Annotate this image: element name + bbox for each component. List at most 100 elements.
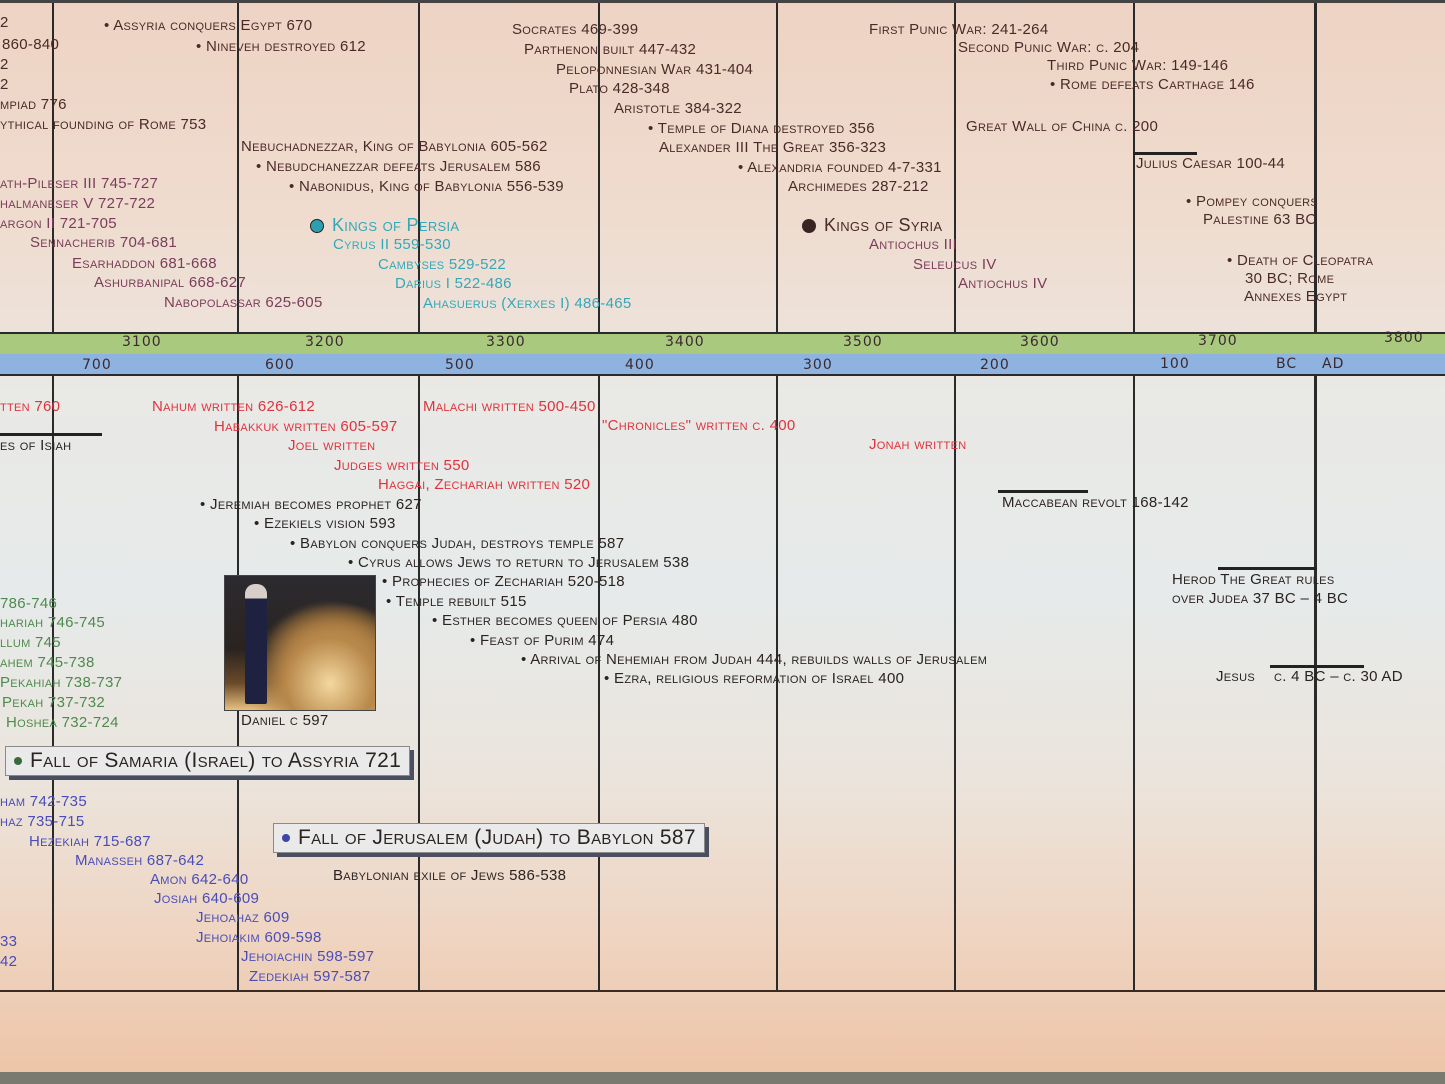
event-text: • Death of Cleopatra bbox=[1227, 252, 1374, 269]
judah-king: 33 bbox=[0, 933, 18, 950]
ad-label: AD bbox=[1322, 356, 1345, 372]
daniel-lions-den-image bbox=[224, 575, 376, 711]
axis-tick: 300 bbox=[803, 357, 833, 373]
assyria-king: Esarhaddon 681-668 bbox=[72, 255, 217, 272]
grid-line bbox=[954, 0, 956, 990]
persia-dot-icon bbox=[310, 219, 324, 234]
assyria-king: Sennacherib 704-681 bbox=[30, 234, 178, 251]
event-text: Archimedes 287-212 bbox=[788, 178, 929, 195]
event-text: • Pompey conquers bbox=[1186, 193, 1318, 210]
event-text: • Assyria conquers Egypt 670 bbox=[104, 17, 313, 34]
persia-king: Cyrus II 559-530 bbox=[333, 236, 451, 253]
axis-tick: 3500 bbox=[843, 334, 883, 350]
event-text: 30 BC; Rome bbox=[1245, 270, 1335, 287]
event-text: • Nabonidus, King of Babylonia 556-539 bbox=[289, 178, 564, 195]
syria-king: Antiochus IV bbox=[958, 275, 1048, 292]
book-written: Jonah written bbox=[869, 436, 967, 453]
jesus-bar bbox=[1270, 665, 1364, 668]
image-caption: Daniel c 597 bbox=[241, 712, 329, 729]
book-written: Judges written 550 bbox=[334, 457, 470, 474]
judah-king: Jehoiachin 598-597 bbox=[241, 948, 375, 965]
axis-tick: 600 bbox=[265, 357, 295, 373]
judah-king: Amon 642-640 bbox=[150, 871, 249, 888]
event-text: Alexander III The Great 356-323 bbox=[659, 139, 887, 156]
judah-king: Hezekiah 715-687 bbox=[29, 833, 151, 850]
grid-line bbox=[237, 0, 239, 990]
book-written: "Chronicles" written c. 400 bbox=[602, 417, 796, 434]
judah-king: haz 735-715 bbox=[0, 813, 85, 830]
axis-tick: 3800 bbox=[1384, 330, 1424, 346]
israel-king: Hoshea 732-724 bbox=[6, 714, 119, 731]
grid-line bbox=[776, 0, 778, 990]
axis-tick: 3100 bbox=[122, 334, 162, 350]
persia-king: Ahasuerus (Xerxes I) 486-465 bbox=[423, 295, 632, 312]
event-text: Babylonian exile of Jews 586-538 bbox=[333, 867, 567, 884]
israel-king: llum 745 bbox=[0, 634, 61, 651]
judah-king: 42 bbox=[0, 953, 18, 970]
book-written: Joel written bbox=[288, 437, 376, 454]
syria-heading: Kings of Syria bbox=[802, 216, 942, 234]
israel-king: Pekahiah 738-737 bbox=[0, 674, 123, 691]
blue-dot-icon bbox=[282, 834, 290, 843]
event-text: ythical founding of Rome 753 bbox=[0, 116, 207, 133]
event-text: 2 bbox=[0, 14, 9, 31]
jesus-label: Jesus bbox=[1216, 668, 1255, 685]
event-text: Nebuchadnezzar, King of Babylonia 605-56… bbox=[241, 138, 548, 155]
event-text: Second Punic War: c. 204 bbox=[958, 39, 1140, 56]
israel-king: ahem 745-738 bbox=[0, 654, 95, 671]
syria-king: Seleucus IV bbox=[913, 256, 997, 273]
bc-year-band bbox=[0, 354, 1445, 376]
event-text: 2 bbox=[0, 56, 9, 73]
fall-of-jerusalem-callout: Fall of Jerusalem (Judah) to Babylon 587 bbox=[273, 823, 705, 853]
event-text: • Nineveh destroyed 612 bbox=[196, 38, 366, 55]
caesar-bar bbox=[1133, 152, 1197, 155]
judah-king: Josiah 640-609 bbox=[154, 890, 260, 907]
top-border bbox=[0, 0, 1445, 3]
assyria-king: halmaneser V 727-722 bbox=[0, 195, 156, 212]
judah-king: Jehoahaz 609 bbox=[196, 909, 290, 926]
syria-king: Antiochus III bbox=[869, 236, 958, 253]
persia-king: Darius I 522-486 bbox=[395, 275, 512, 292]
event-text: over Judea 37 BC – 4 BC bbox=[1172, 590, 1349, 607]
event-text: • Nebudchanezzar defeats Jerusalem 586 bbox=[256, 158, 541, 175]
axis-tick: 200 bbox=[980, 357, 1010, 373]
event-text: • Rome defeats Carthage 146 bbox=[1050, 76, 1255, 93]
bottom-border bbox=[0, 990, 1445, 992]
axis-tick: 3700 bbox=[1198, 333, 1238, 349]
green-dot-icon bbox=[14, 757, 22, 766]
judah-king: Jehoiakim 609-598 bbox=[196, 929, 322, 946]
event-text: • Temple rebuilt 515 bbox=[386, 593, 527, 610]
jesus-dates: c. 4 BC – c. 30 AD bbox=[1274, 668, 1403, 685]
event-text: Plato 428-348 bbox=[569, 80, 670, 97]
persia-king: Cambyses 529-522 bbox=[378, 256, 507, 273]
assyria-king: Nabopolassar 625-605 bbox=[164, 294, 323, 311]
event-text: Socrates 469-399 bbox=[512, 21, 639, 38]
event-text: • Feast of Purim 474 bbox=[470, 632, 615, 649]
axis-tick: 700 bbox=[82, 357, 112, 373]
event-text: es of Isiah bbox=[0, 437, 72, 454]
event-text: 860-840 bbox=[2, 36, 60, 53]
judah-king: ham 742-735 bbox=[0, 793, 87, 810]
event-text: • Jeremiah becomes prophet 627 bbox=[200, 496, 422, 513]
axis-tick: 500 bbox=[445, 357, 475, 373]
book-written: Malachi written 500-450 bbox=[423, 398, 596, 415]
event-text: Julius Caesar 100-44 bbox=[1136, 155, 1286, 172]
event-text: Aristotle 384-322 bbox=[614, 100, 742, 117]
event-text: Maccabean revolt 168-142 bbox=[1002, 494, 1189, 511]
israel-king: hariah 746-745 bbox=[0, 614, 105, 631]
axis-tick: 3200 bbox=[305, 334, 345, 350]
syria-heading-label: Kings of Syria bbox=[824, 215, 943, 235]
event-text: Annexes Egypt bbox=[1244, 288, 1348, 305]
event-text: Peloponnesian War 431-404 bbox=[556, 61, 754, 78]
event-text: • Ezra, religious reformation of Israel … bbox=[604, 670, 905, 687]
persia-heading: Kings of Persia bbox=[310, 216, 459, 234]
event-text: Third Punic War: 149-146 bbox=[1047, 57, 1229, 74]
assyria-king: ath-Pileser III 745-727 bbox=[0, 175, 159, 192]
judah-king: Manasseh 687-642 bbox=[75, 852, 205, 869]
syria-dot-icon bbox=[802, 219, 816, 234]
event-text: • Babylon conquers Judah, destroys templ… bbox=[290, 535, 625, 552]
event-text: Parthenon built 447-432 bbox=[524, 41, 697, 58]
event-text: • Cyrus allows Jews to return to Jerusal… bbox=[348, 554, 690, 571]
book-written: Habakkuk written 605-597 bbox=[214, 418, 398, 435]
event-text: • Temple of Diana destroyed 356 bbox=[648, 120, 875, 137]
